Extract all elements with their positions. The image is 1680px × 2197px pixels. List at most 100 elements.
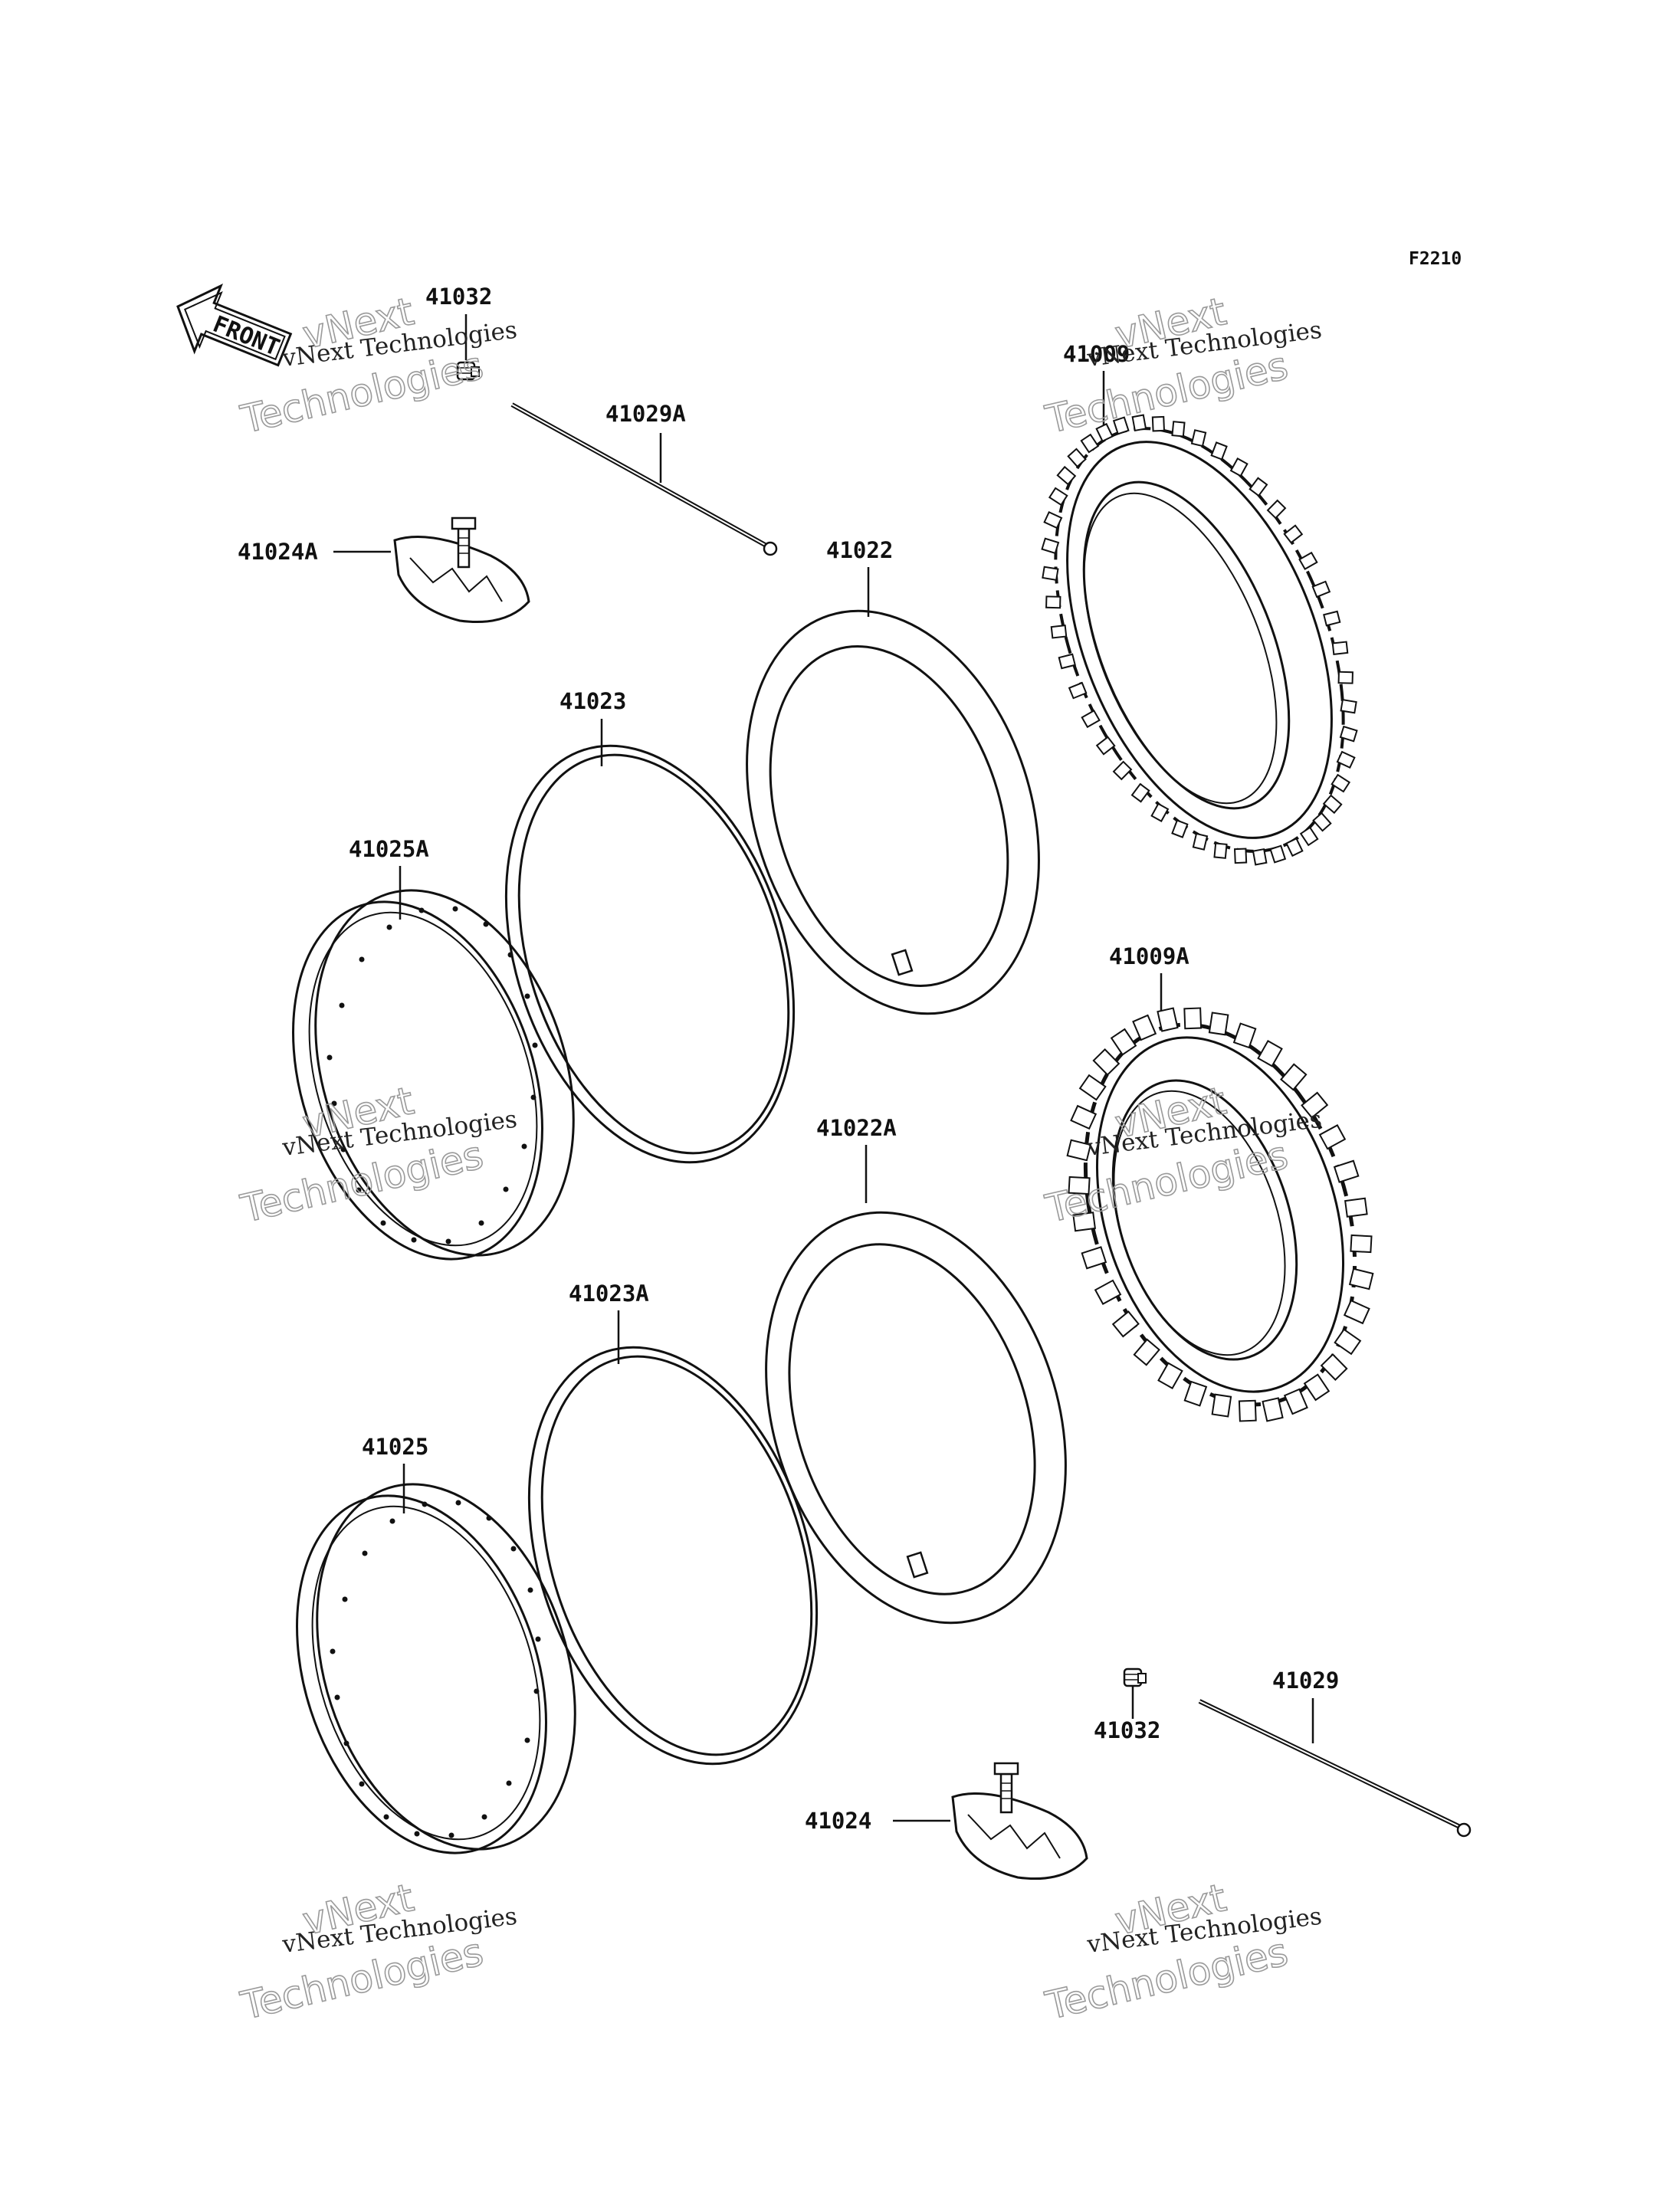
tread-knob [1112,760,1133,781]
tread-knob [1331,773,1351,793]
tread-knob [1157,1007,1179,1032]
tread-knob [1151,415,1166,432]
tread-knob [1068,681,1088,700]
label-41009A: 41009A [1109,943,1189,969]
tread-knob [1336,750,1356,769]
tread-knob [1337,671,1354,684]
tread-knob [1110,1028,1137,1056]
tread-knob [1280,1063,1308,1091]
label-41022: 41022 [826,537,893,563]
tread-knob [1283,1388,1308,1415]
tread-knob [1249,477,1268,497]
label-41025A: 41025A [349,836,429,862]
tread-knob [1157,1362,1183,1389]
tread-knob [1210,441,1228,461]
tread-knob [1078,1074,1107,1101]
label-41023: 41023 [559,688,626,714]
tread-knob [1208,1012,1229,1036]
tread-knob [1334,1328,1362,1356]
spoke-41029 [1198,1699,1472,1838]
tire-41009 [1041,414,1358,866]
tube-41022A [765,1211,1067,1625]
tread-knob [1233,848,1248,864]
tread-knob [1058,653,1076,670]
label-41024: 41024 [805,1808,871,1834]
tread-knob [1299,826,1319,847]
tread-knob [1339,725,1358,743]
tread-knob [1183,1380,1208,1407]
label-41029: 41029 [1272,1667,1339,1694]
tread-knob [1211,1393,1232,1418]
tread-knob [1348,1267,1374,1290]
tread-knob [1311,580,1331,598]
tread-knob [1048,487,1068,507]
tread-knob [1320,1353,1348,1381]
tread-knob [1312,812,1332,832]
tread-knob [1043,510,1063,530]
tread-knob [1094,1279,1122,1305]
label-41032-bottom: 41032 [1094,1717,1160,1743]
tread-knob [1252,848,1268,866]
tube-41022 [746,609,1040,1015]
tread-knob [1092,1048,1121,1076]
tread-knob [1068,1176,1091,1195]
valve-cap-41032-bottom [1123,1667,1147,1687]
tread-knob [1213,842,1228,859]
tread-knob [1350,1234,1373,1254]
tread-knob [1190,429,1207,448]
tread-knob [1056,465,1077,486]
tread-knob [1066,1139,1092,1162]
tread-knob [1318,1124,1347,1150]
tread-knob [1269,844,1287,864]
tread-knob [1111,1310,1140,1338]
tread-knob [1229,457,1249,477]
tread-knob [1042,566,1059,581]
label-41029A: 41029A [605,401,686,427]
tire-41009A [1066,1007,1374,1422]
tread-knob [1266,499,1287,520]
tread-knob [1285,837,1304,857]
label-41032-top: 41032 [425,284,492,310]
tread-knob [1150,802,1170,822]
tread-knob [1322,794,1343,815]
tread-knob [1072,1212,1096,1232]
tread-knob [1050,625,1068,639]
rim-41025 [296,1483,576,1854]
label-41024A: 41024A [238,539,318,565]
tread-knob [1333,1159,1360,1183]
tread-knob [1232,1022,1257,1049]
tread-knob [1112,416,1130,435]
figure-code: F2210 [1409,249,1462,269]
label-41022A: 41022A [816,1115,897,1141]
tread-knob [1238,1399,1257,1422]
tread-knob [1080,433,1100,454]
rim-lock-41024 [951,1762,1088,1881]
label-41009: 41009 [1063,341,1130,367]
tread-knob [1257,1040,1283,1067]
tread-knob [1340,699,1357,714]
rim-band-41023 [504,744,796,1164]
spoke-41029A [510,402,778,556]
label-41025: 41025 [362,1434,428,1460]
tread-knob [1045,595,1061,609]
rim-41025A [292,889,575,1261]
tread-knob [1262,1397,1284,1422]
tread-knob [1041,537,1060,555]
tread-knob [1070,1104,1098,1130]
tread-knob [1343,1299,1370,1325]
tread-knob [1171,421,1186,438]
tread-knob [1081,709,1101,729]
rim-lock-41024A [393,516,530,624]
tread-knob [1192,832,1209,851]
tread-knob [1131,414,1147,432]
tread-knob [1095,736,1116,756]
tread-knob [1171,819,1189,838]
rim-band-41023A [527,1346,819,1766]
front-arrow-icon: FRONT [176,284,293,367]
valve-cap-41032-top [456,361,480,381]
tread-knob [1323,610,1341,627]
tread-knob [1067,448,1087,468]
tread-knob [1303,1373,1331,1402]
tread-knob [1344,1197,1368,1218]
